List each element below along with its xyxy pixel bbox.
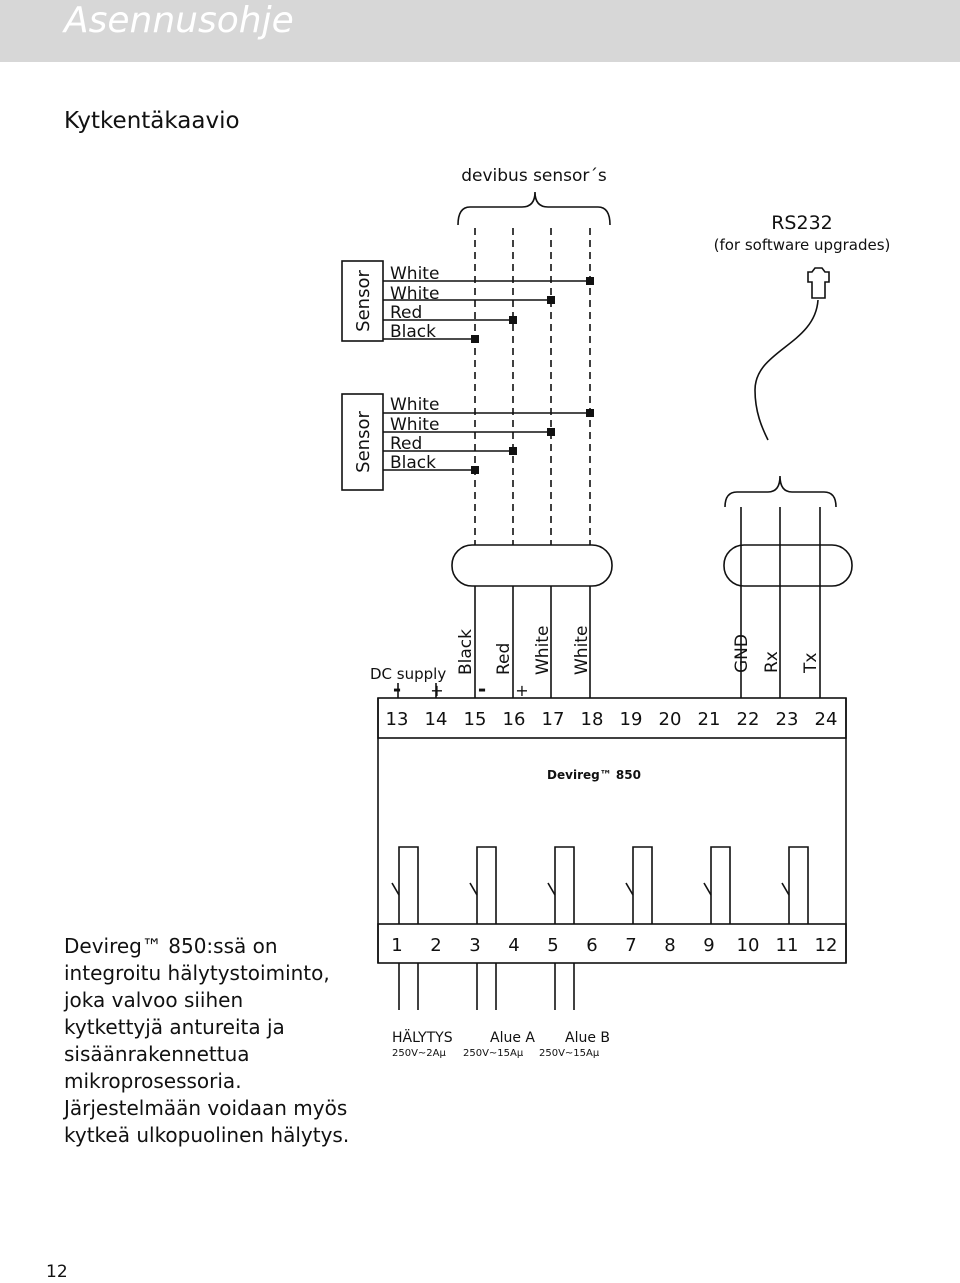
terminal-number: 3 <box>469 935 480 956</box>
description-line: mikroprosessoria. <box>64 1069 242 1093</box>
dc-minus-sign: - <box>393 677 401 701</box>
terminal-number: 10 <box>737 935 760 956</box>
sensor-label: Sensor <box>353 270 374 332</box>
ferrite-core-rs232 <box>723 544 853 587</box>
terminal-number: 5 <box>547 935 558 956</box>
sensor-wire-label: White <box>390 415 439 435</box>
sensor-wire-label: Red <box>390 303 422 323</box>
sensor-box-1 <box>341 260 384 342</box>
devibus-brace <box>457 191 611 226</box>
description-line: joka valvoo siihen <box>64 988 244 1012</box>
terminal-strip-bottom <box>377 923 847 964</box>
terminal-number: 14 <box>425 709 448 730</box>
sensor-wire-label: White <box>390 264 439 284</box>
comm-label: GND <box>732 634 752 673</box>
terminal-wire-label: White <box>572 626 592 675</box>
rs232-connector-icon <box>807 267 830 299</box>
description-line: kytkettyjä antureita ja <box>64 1015 285 1039</box>
comm-label: Rx <box>762 651 782 673</box>
device-label: Devireg™ 850 <box>547 768 641 782</box>
terminal-number: 1 <box>391 935 402 956</box>
rs232-cable <box>754 299 819 441</box>
junction-dot <box>509 447 517 455</box>
page-number: 12 <box>46 1262 68 1282</box>
terminal-number: 15 <box>464 709 487 730</box>
description-line: Devireg™ 850:ssä on <box>64 934 278 958</box>
description-text: Devireg™ 850:ssä on integroitu hälytysto… <box>64 933 374 1149</box>
terminal-number: 17 <box>542 709 565 730</box>
junction-dot <box>586 409 594 417</box>
terminal-wire-label: Red <box>494 643 514 675</box>
terminal-number: 4 <box>508 935 519 956</box>
sensor-wire-label: White <box>390 284 439 304</box>
terminal-number: 18 <box>581 709 604 730</box>
rs232-note: (for software upgrades) <box>714 236 891 254</box>
terminal-strip-top <box>377 697 847 739</box>
rs232-label: RS232 <box>771 212 833 234</box>
description-line: kytkeä ulkopuolinen hälytys. <box>64 1123 350 1147</box>
junction-dot <box>547 296 555 304</box>
sensor-wire-label: Black <box>390 453 436 473</box>
terminal-number: 19 <box>620 709 643 730</box>
junction-dot <box>471 335 479 343</box>
description-line: Järjestelmään voidaan myös <box>64 1096 348 1120</box>
terminal-wire-label: White <box>533 626 553 675</box>
terminal-number: 23 <box>776 709 799 730</box>
relay-group-name: HÄLYTYS <box>392 1028 453 1046</box>
bus-minus-sign: - <box>478 677 486 701</box>
rs232-brace <box>724 475 837 508</box>
bus-plus-sign: + <box>515 681 528 700</box>
junction-dot <box>471 466 479 474</box>
devibus-label: devibus sensor´s <box>461 166 607 186</box>
terminal-number: 9 <box>703 935 714 956</box>
terminal-number: 24 <box>815 709 838 730</box>
junction-dot <box>586 277 594 285</box>
description-line: integroitu hälytystoiminto, <box>64 961 330 985</box>
terminal-number: 8 <box>664 935 675 956</box>
terminal-number: 22 <box>737 709 760 730</box>
section-title: Kytkentäkaavio <box>64 108 240 134</box>
terminal-wire-label: Black <box>456 629 476 675</box>
dc-plus-sign: + <box>430 681 443 700</box>
terminal-number: 7 <box>625 935 636 956</box>
sensor-label: Sensor <box>353 411 374 473</box>
terminal-number: 21 <box>698 709 721 730</box>
terminal-number: 20 <box>659 709 682 730</box>
terminal-number: 16 <box>503 709 526 730</box>
junction-dot <box>547 428 555 436</box>
sensor-wire-label: Black <box>390 322 436 342</box>
terminal-number: 6 <box>586 935 597 956</box>
relay-group-name: Alue A <box>490 1030 535 1046</box>
relay-group-rating: 250V~15Aμ <box>463 1048 524 1059</box>
dc-supply-label: DC supply <box>370 665 446 683</box>
relay-group-rating: 250V~2Aμ <box>392 1048 447 1059</box>
sensor-wire-label: Red <box>390 434 422 454</box>
terminal-number: 2 <box>430 935 441 956</box>
description-line: sisäänrakennettua <box>64 1042 250 1066</box>
sensor-wire-label: White <box>390 395 439 415</box>
sensor-box-2 <box>341 393 384 491</box>
terminal-number: 13 <box>386 709 409 730</box>
relay-group-rating: 250V~15Aμ <box>539 1048 600 1059</box>
relay-group-name: Alue B <box>565 1030 610 1046</box>
page-header-title: Asennusohje <box>64 0 294 41</box>
terminal-number: 12 <box>815 935 838 956</box>
junction-dot <box>509 316 517 324</box>
comm-label: Tx <box>801 653 821 674</box>
terminal-number: 11 <box>776 935 799 956</box>
header-bar <box>0 0 960 62</box>
ferrite-core-bus <box>451 544 613 587</box>
